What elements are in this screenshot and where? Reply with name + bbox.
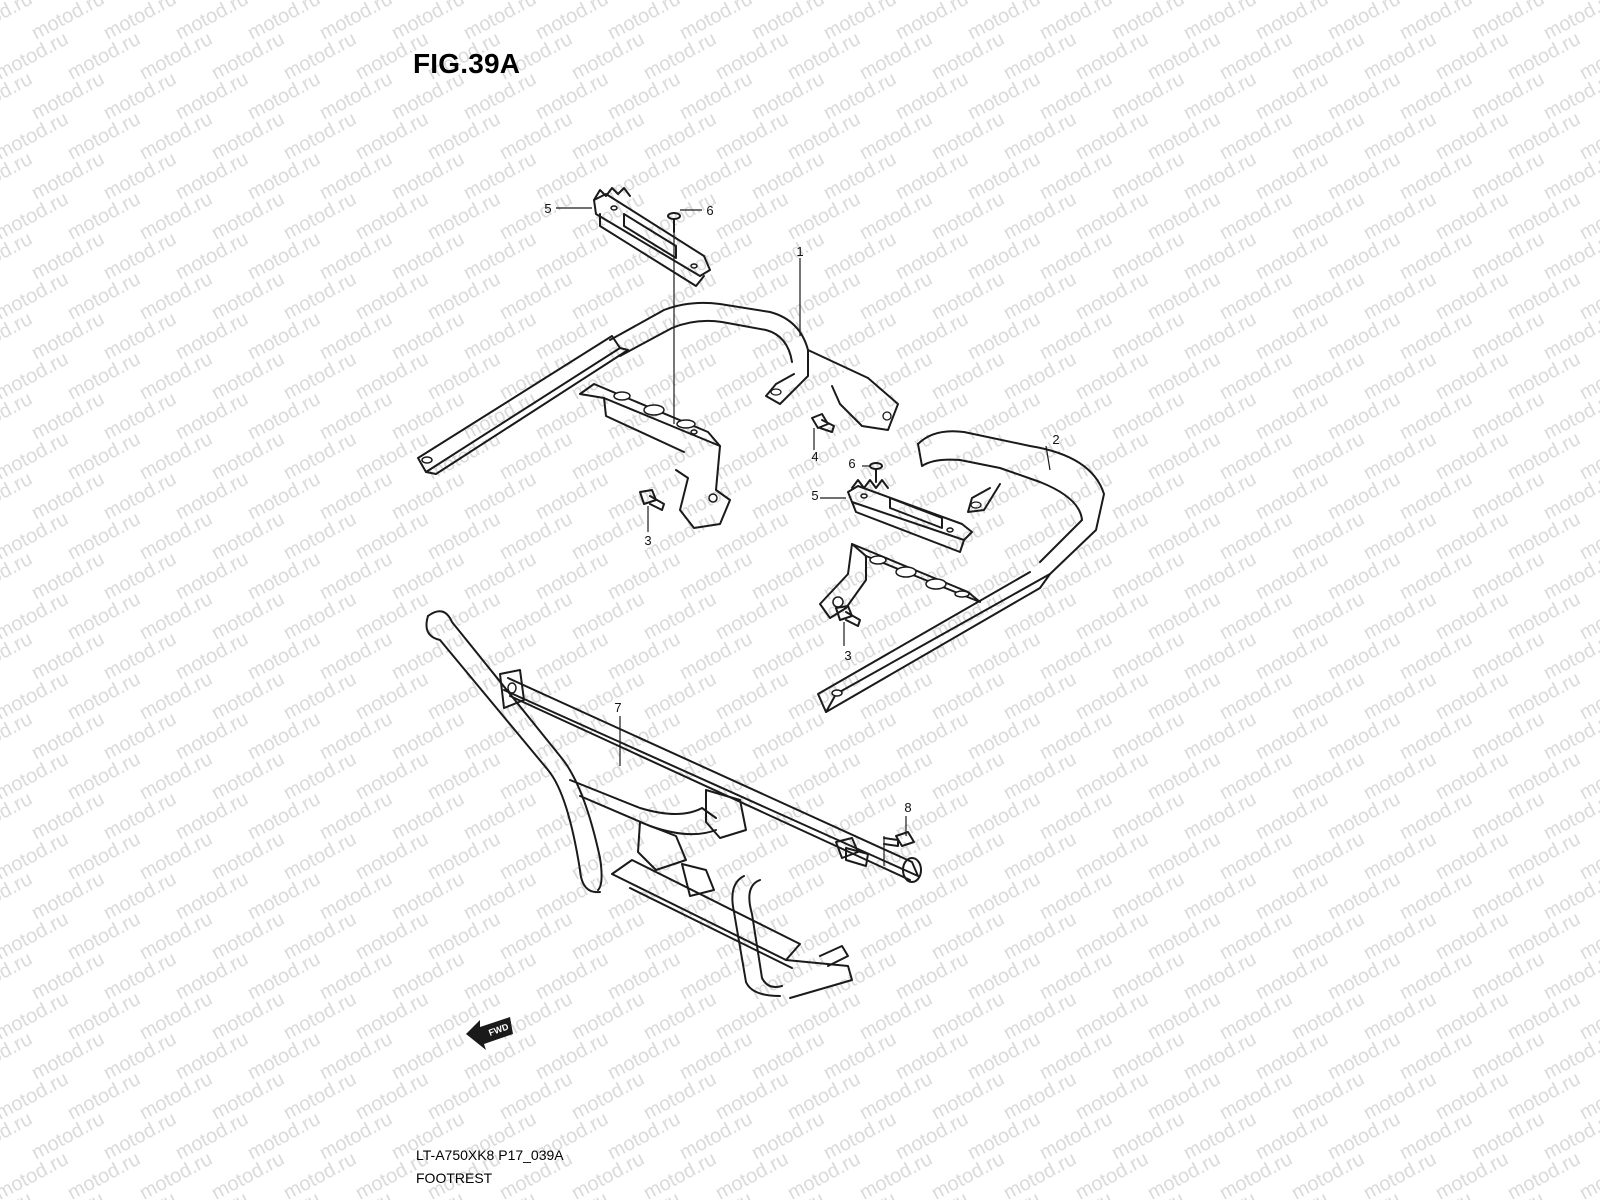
footrest-bracket-right [817,430,1105,713]
leader-lines [556,207,1051,866]
callout-3-left: 3 [644,533,651,548]
footrest-peg-right [847,479,973,553]
footrest-bracket-left [417,301,899,529]
callout-5-right: 5 [811,488,818,503]
bolt-3-left [639,489,665,511]
callout-2: 2 [1052,432,1059,447]
model-code: LT-A750XK8 P17_039A [416,1147,564,1163]
forward-arrow-icon: FWD [466,1017,513,1050]
callout-6-right: 6 [848,456,855,471]
callout-6-left: 6 [706,203,713,218]
callout-4: 4 [811,449,818,464]
callout-1: 1 [796,244,803,259]
footrest-peg-left [593,187,711,287]
screw-6-right [869,462,883,483]
figure-name: FOOTREST [416,1170,493,1186]
bolt-8 [883,831,915,847]
figure-title: FIG.39A [413,48,521,79]
callout-5-left: 5 [544,201,551,216]
callout-8: 8 [904,800,911,815]
bolt-3-right [835,605,861,627]
callout-7: 7 [614,700,621,715]
callout-labels: 1 2 3 3 4 5 5 6 6 7 8 [544,201,1059,815]
bolt-4 [811,413,835,433]
callout-3-right: 3 [844,648,851,663]
screw-6-left [667,212,681,233]
front-guard [425,610,922,999]
